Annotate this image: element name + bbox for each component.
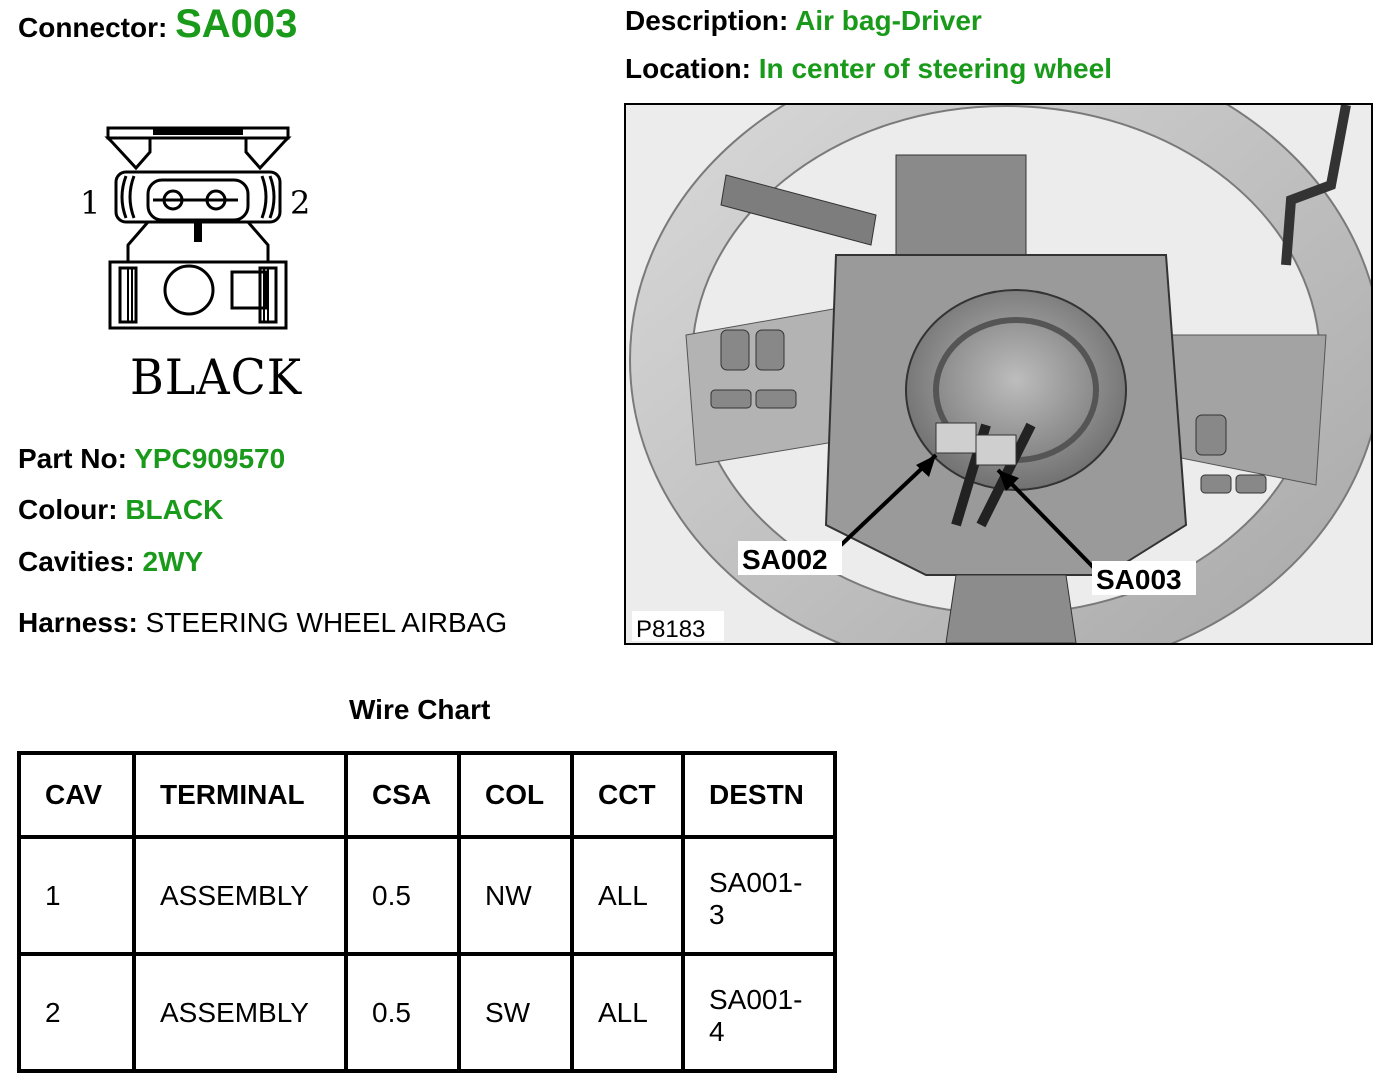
header-terminal: TERMINAL bbox=[132, 751, 348, 839]
colour-label: Colour: bbox=[18, 494, 118, 525]
cell-terminal: ASSEMBLY bbox=[132, 835, 348, 956]
cell-destn: SA001-4 bbox=[681, 952, 837, 1073]
part-no-label: Part No: bbox=[18, 443, 127, 474]
cell-col: SW bbox=[457, 952, 574, 1073]
harness-label: Harness: bbox=[18, 607, 138, 638]
cell-cav: 1 bbox=[17, 835, 136, 956]
destn-line-1: SA001- bbox=[709, 867, 803, 898]
connector-field: Connector: SA003 bbox=[18, 2, 297, 47]
header-cct: CCT bbox=[570, 751, 685, 839]
cell-terminal: ASSEMBLY bbox=[132, 952, 348, 1073]
destn-line-1: SA001- bbox=[709, 984, 803, 1015]
cell-csa: 0.5 bbox=[344, 835, 461, 956]
cell-cct: ALL bbox=[570, 835, 685, 956]
pin-label-1: 1 bbox=[80, 184, 100, 222]
header-csa: CSA bbox=[344, 751, 461, 839]
callout-sa003: SA003 bbox=[1096, 564, 1182, 595]
cell-csa: 0.5 bbox=[344, 952, 461, 1073]
colour-field: Colour: BLACK bbox=[18, 494, 223, 526]
destn-line-2: 4 bbox=[709, 1016, 725, 1047]
figure-id: P8183 bbox=[636, 616, 705, 643]
header-destn: DESTN bbox=[681, 751, 837, 839]
description-label: Description: bbox=[625, 5, 789, 36]
description-value: Air bag-Driver bbox=[795, 5, 982, 36]
location-label: Location: bbox=[625, 53, 751, 84]
connector-color-caption: BLACK bbox=[130, 348, 303, 406]
wire-chart-title: Wire Chart bbox=[349, 694, 491, 725]
location-value: In center of steering wheel bbox=[758, 53, 1112, 84]
cavities-label: Cavities: bbox=[18, 546, 135, 577]
cavities-field: Cavities: 2WY bbox=[18, 546, 203, 578]
header-col: COL bbox=[457, 751, 574, 839]
cell-cav: 2 bbox=[17, 952, 136, 1073]
cell-col: NW bbox=[457, 835, 574, 956]
part-no-field: Part No: YPC909570 bbox=[18, 443, 285, 475]
part-no-value: YPC909570 bbox=[134, 443, 286, 474]
table-row: 1 ASSEMBLY 0.5 NW ALL SA001-3 bbox=[17, 835, 837, 956]
location-field: Location: In center of steering wheel bbox=[625, 53, 1112, 85]
description-field: Description: Air bag-Driver bbox=[625, 5, 982, 37]
colour-value: BLACK bbox=[125, 494, 224, 525]
destn-line-2: 3 bbox=[709, 899, 725, 930]
cell-cct: ALL bbox=[570, 952, 685, 1073]
connector-label: Connector: bbox=[18, 12, 168, 43]
cavities-value: 2WY bbox=[142, 546, 204, 577]
connector-face-drawing: 1 2 bbox=[80, 126, 310, 330]
header-cav: CAV bbox=[17, 751, 136, 839]
harness-field: Harness: STEERING WHEEL AIRBAG bbox=[18, 607, 507, 639]
wire-chart-table: CAV TERMINAL CSA COL CCT DESTN 1 ASSEMBL… bbox=[17, 751, 837, 1073]
pin-label-2: 2 bbox=[290, 184, 310, 222]
harness-value: STEERING WHEEL AIRBAG bbox=[145, 607, 508, 638]
location-photo: SA002 SA003 P8183 bbox=[624, 103, 1373, 645]
connector-id: SA003 bbox=[175, 2, 298, 46]
table-header-row: CAV TERMINAL CSA COL CCT DESTN bbox=[17, 751, 837, 839]
table-row: 2 ASSEMBLY 0.5 SW ALL SA001-4 bbox=[17, 952, 837, 1073]
callout-sa002: SA002 bbox=[742, 544, 828, 575]
cell-destn: SA001-3 bbox=[681, 835, 837, 956]
